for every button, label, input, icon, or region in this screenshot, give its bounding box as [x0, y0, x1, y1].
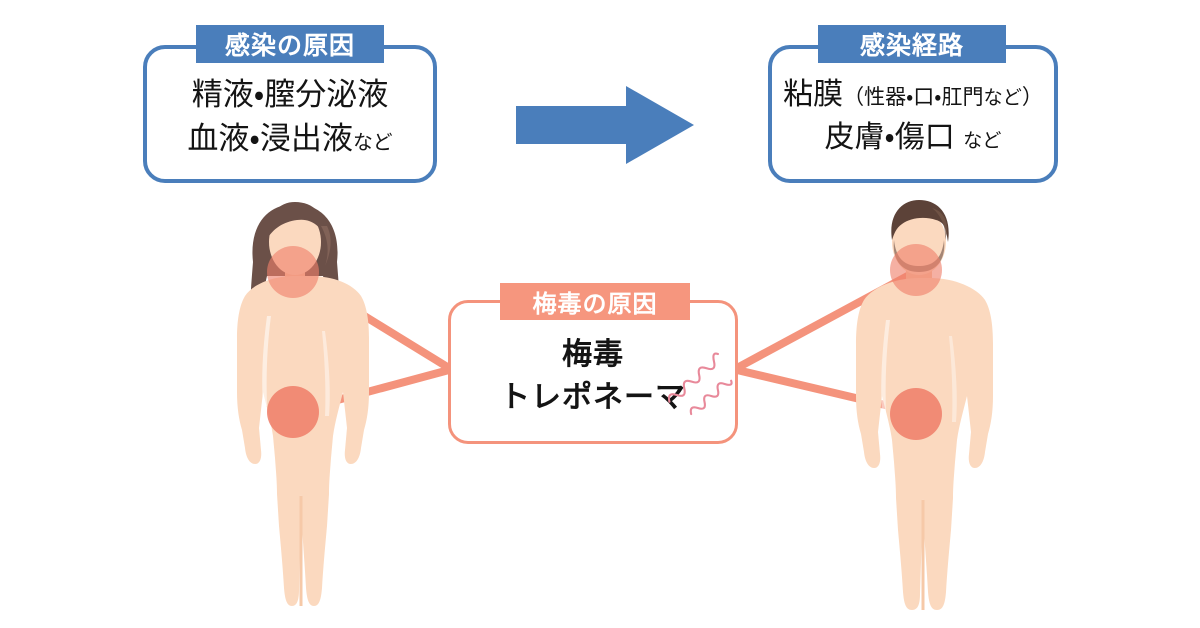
- syphilis-cause-body: 梅毒 トレポネーマ: [451, 324, 735, 419]
- male-body-illustration: [856, 200, 993, 610]
- transmission-route-line1-paren-body: 性器・口・肛門: [864, 86, 984, 110]
- female-hotspot-mouth: [267, 246, 319, 298]
- syphilis-cause-line1: 梅毒: [562, 338, 624, 372]
- female-body: [237, 276, 369, 606]
- spirochete-2: [689, 379, 733, 416]
- transmission-route-line1-paren-suffix: など: [983, 88, 1022, 110]
- infection-source-panel: 精液・膣分泌液 血液・浸出液など: [143, 45, 437, 183]
- transmission-route-line2: 皮膚・傷口 など: [772, 117, 1054, 160]
- transmission-route-line2-main: 皮膚・傷口: [824, 121, 955, 154]
- transmission-route-header: 感染経路: [818, 25, 1006, 63]
- infection-source-line2-main: 血液・浸出液: [187, 121, 353, 156]
- female-hair-highlight: [321, 226, 331, 266]
- transmission-route-line1-main: 粘膜: [783, 78, 844, 112]
- syphilis-cause-line2: トレポネーマ: [500, 381, 686, 414]
- infection-source-header: 感染の原因: [196, 25, 384, 63]
- infection-source-line2-suffix: など: [352, 132, 393, 154]
- male-body: [856, 278, 993, 610]
- transmission-route-line2-suffix: など: [963, 131, 1002, 152]
- infection-source-line1: 精液・膣分泌液: [191, 76, 389, 112]
- flow-arrow-icon: [516, 86, 694, 164]
- male-hotspot-mouth: [890, 244, 942, 296]
- infection-source-line2: 血液・浸出液など: [147, 117, 433, 161]
- transmission-route-panel: 粘膜（性器・口・肛門など） 皮膚・傷口 など: [768, 45, 1058, 183]
- paren-close: ）: [1021, 86, 1043, 110]
- male-shade-left: [881, 320, 890, 414]
- treponema-spirochete-icon: [667, 352, 733, 416]
- male-hotspot-genital: [890, 388, 942, 440]
- male-hair: [891, 200, 949, 242]
- syphilis-cause-header: 梅毒の原因: [500, 283, 690, 320]
- female-hair-fringe: [268, 202, 326, 238]
- female-body-illustration: [237, 202, 369, 606]
- paren-open: （: [843, 86, 865, 110]
- male-shade-right: [949, 336, 957, 422]
- transmission-route-body: 粘膜（性器・口・肛門など） 皮膚・傷口 など: [772, 68, 1054, 159]
- transmission-route-line1: 粘膜（性器・口・肛門など）: [772, 74, 1054, 117]
- spirochete-1: [667, 352, 719, 403]
- female-shade-left: [262, 316, 271, 406]
- male-hair-highlight: [932, 208, 948, 240]
- female-shade-right: [322, 331, 330, 416]
- female-hotspot-genital: [267, 386, 319, 438]
- infection-source-body: 精液・膣分泌液 血液・浸出液など: [147, 67, 433, 161]
